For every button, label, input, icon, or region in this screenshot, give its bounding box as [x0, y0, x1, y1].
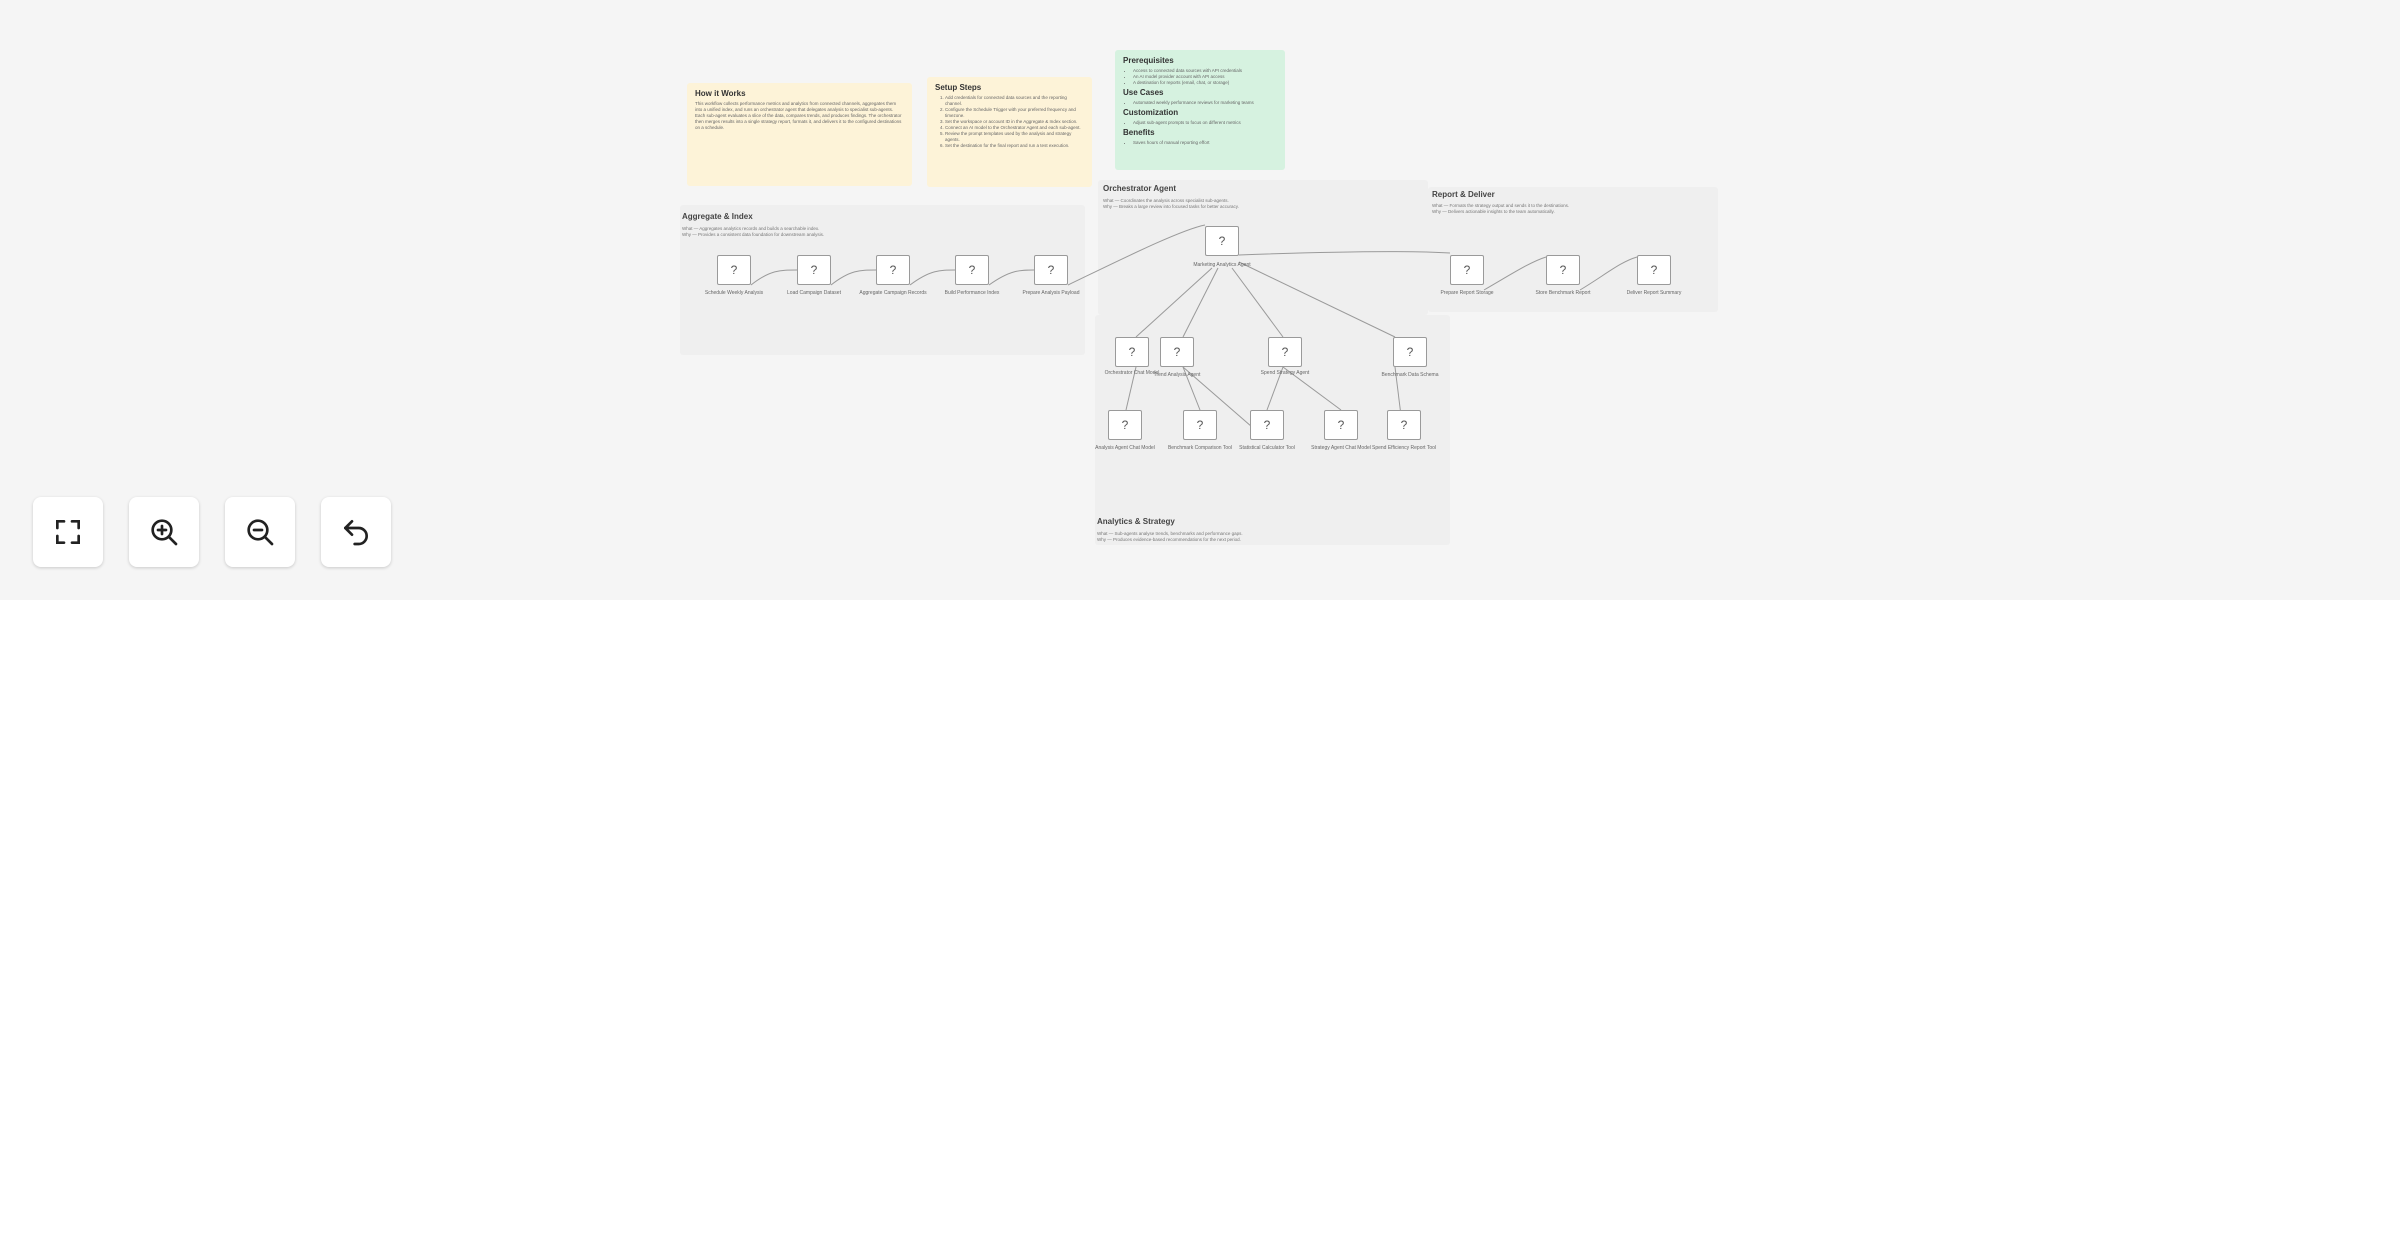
workflow-canvas[interactable]: Aggregate & Index What — Aggregates anal…	[0, 0, 2400, 600]
node-label: Build Performance Index	[944, 290, 1000, 296]
group-title-analytics: Analytics & Strategy	[1097, 517, 1175, 526]
undo-button[interactable]	[321, 497, 391, 567]
group-report-deliver	[1428, 187, 1718, 312]
node-label: Prepare Analysis Payload	[1022, 290, 1080, 296]
node-label: Trend Analysis Agent	[1153, 372, 1201, 378]
group-what-orchestrator: What — Coordinates the analysis across s…	[1103, 198, 1229, 203]
node-label: Prepare Report Storage	[1440, 290, 1494, 296]
note-title: How it Works	[695, 89, 746, 98]
group-what-report: What — Formats the strategy output and s…	[1432, 203, 1570, 208]
zoom-in-button[interactable]	[129, 497, 199, 567]
benefits-title: Benefits	[1123, 128, 1155, 137]
group-why-orchestrator: Why — Breaks a large review into focused…	[1103, 204, 1239, 209]
node-label: Strategy Agent Chat Model	[1311, 445, 1371, 451]
node-label: Load Campaign Dataset	[787, 290, 841, 296]
use-case-item: Automated weekly performance reviews for…	[1133, 100, 1277, 106]
node-label: Benchmark Data Schema	[1381, 372, 1439, 378]
node-spend-strategy-agent[interactable]: ?	[1268, 337, 1302, 367]
node-orchestrator-chat-model[interactable]: ?	[1115, 337, 1149, 367]
undo-icon	[344, 520, 368, 546]
node-strategy-agent-chat-model[interactable]: ?	[1324, 410, 1358, 440]
prereq-item: A destination for reports (email, chat, …	[1133, 80, 1277, 86]
node-aggregate-campaign-records[interactable]: ?	[876, 255, 910, 285]
group-why-analytics: Why — Produces evidence-based recommenda…	[1097, 537, 1241, 542]
use-cases-title: Use Cases	[1123, 88, 1164, 97]
setup-step: Connect an AI model to the Orchestrator …	[945, 125, 1084, 131]
node-label: Benchmark Comparison Tool	[1167, 445, 1233, 451]
node-prepare-report-storage[interactable]: ?	[1450, 255, 1484, 285]
node-benchmark-data-schema[interactable]: ?	[1393, 337, 1427, 367]
node-label: Schedule Weekly Analysis	[704, 290, 764, 296]
node-schedule-weekly-analysis[interactable]: ?	[717, 255, 751, 285]
customization-title: Customization	[1123, 108, 1179, 117]
group-title-report: Report & Deliver	[1432, 190, 1495, 199]
node-label: Store Benchmark Report	[1535, 290, 1591, 296]
node-spend-efficiency-report-tool[interactable]: ?	[1387, 410, 1421, 440]
node-label: Analysis Agent Chat Model	[1095, 445, 1155, 451]
node-label: Statistical Calculator Tool	[1239, 445, 1295, 451]
note-prerequisites[interactable]: Prerequisites Access to connected data s…	[1115, 50, 1285, 170]
node-label: Spend Efficiency Report Tool	[1371, 445, 1437, 451]
prereq-item: Access to connected data sources with AP…	[1133, 68, 1277, 74]
node-marketing-analytics-agent[interactable]: ?	[1205, 226, 1239, 256]
group-title-aggregate: Aggregate & Index	[682, 212, 753, 221]
zoom-out-icon	[247, 519, 274, 546]
setup-step: Configure the Schedule Trigger with your…	[945, 107, 1084, 119]
group-what-analytics: What — Sub-agents analyse trends, benchm…	[1097, 531, 1243, 536]
node-prepare-analysis-payload[interactable]: ?	[1034, 255, 1068, 285]
group-why-report: Why — Delivers actionable insights to th…	[1432, 209, 1555, 214]
setup-step: Set the workspace or account ID in the A…	[945, 119, 1084, 125]
customization-item: Adjust sub-agent prompts to focus on dif…	[1133, 120, 1277, 126]
group-what-aggregate: What — Aggregates analytics records and …	[682, 226, 820, 231]
node-store-benchmark-report[interactable]: ?	[1546, 255, 1580, 285]
note-title: Prerequisites	[1123, 56, 1174, 65]
setup-step: Set the destination for the final report…	[945, 143, 1084, 149]
node-analysis-agent-chat-model[interactable]: ?	[1108, 410, 1142, 440]
node-label: Orchestrator Chat Model	[1104, 370, 1160, 376]
node-label: Spend Strategy Agent	[1260, 370, 1310, 376]
fit-view-icon	[56, 520, 80, 544]
note-body: This workflow collects performance metri…	[695, 101, 902, 130]
fit-view-button[interactable]	[33, 497, 103, 567]
note-title: Setup Steps	[935, 83, 982, 92]
benefit-item: Saves hours of manual reporting effort	[1133, 140, 1277, 146]
group-why-aggregate: Why — Provides a consistent data foundat…	[682, 232, 825, 237]
node-label: Deliver Report Summary	[1626, 290, 1682, 296]
note-how-it-works[interactable]: How it Works This workflow collects perf…	[687, 83, 912, 186]
node-build-performance-index[interactable]: ?	[955, 255, 989, 285]
node-deliver-report-summary[interactable]: ?	[1637, 255, 1671, 285]
node-load-campaign-dataset[interactable]: ?	[797, 255, 831, 285]
note-setup-steps[interactable]: Setup Steps Add credentials for connecte…	[927, 77, 1092, 187]
node-label: Marketing Analytics Agent	[1193, 262, 1251, 268]
setup-step: Add credentials for connected data sourc…	[945, 95, 1084, 107]
group-title-orchestrator: Orchestrator Agent	[1103, 184, 1177, 193]
zoom-out-button[interactable]	[225, 497, 295, 567]
prereq-item: An AI model provider account with API ac…	[1133, 74, 1277, 80]
node-statistical-calculator-tool[interactable]: ?	[1250, 410, 1284, 440]
node-label: Aggregate Campaign Records	[859, 290, 927, 296]
node-trend-analysis-agent[interactable]: ?	[1160, 337, 1194, 367]
zoom-in-icon	[151, 519, 178, 546]
node-benchmark-comparison-tool[interactable]: ?	[1183, 410, 1217, 440]
setup-step: Review the prompt templates used by the …	[945, 131, 1084, 143]
